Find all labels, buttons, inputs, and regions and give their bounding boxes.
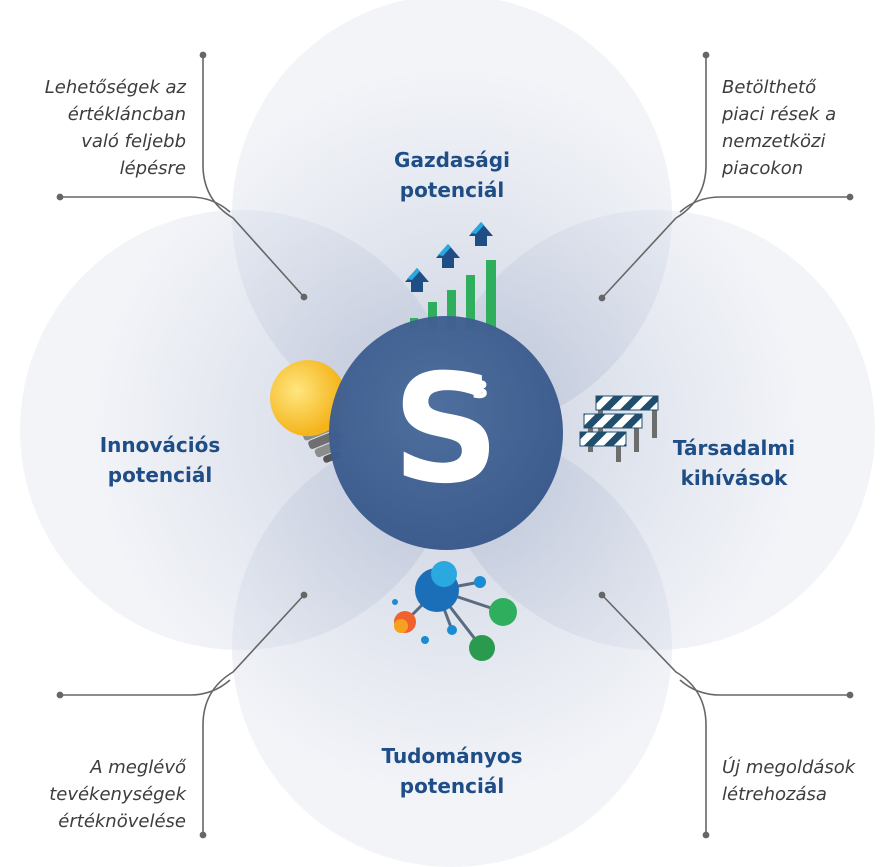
petal-bottom bbox=[232, 427, 672, 867]
note-bottom-left: A meglévő tevékenységek értéknövelése bbox=[49, 757, 186, 832]
barrier-icon bbox=[579, 395, 659, 462]
growth-chart-icon bbox=[405, 222, 496, 330]
s3-logo-superscript: 3 bbox=[472, 376, 489, 404]
petal-label-top: Gazdasági potenciál bbox=[394, 148, 510, 202]
connector-top-left bbox=[56, 51, 308, 301]
note-top-right: Betölthető piaci rések a nemzetközi piac… bbox=[722, 77, 837, 179]
note-top-left: Lehetőségek az értékláncban való feljebb… bbox=[44, 77, 186, 179]
center-circle bbox=[329, 316, 563, 550]
note-bottom-right: Új megoldások létrehozása bbox=[722, 757, 856, 805]
connector-top-right bbox=[598, 51, 854, 302]
connector-bottom-left bbox=[56, 591, 308, 839]
connector-bottom-right bbox=[598, 591, 854, 839]
petal-label-right: Társadalmi kihívások bbox=[672, 436, 796, 490]
s3-logo-letter: S bbox=[392, 343, 501, 517]
network-icon bbox=[392, 561, 517, 661]
petal-label-bottom: Tudományos potenciál bbox=[381, 744, 523, 798]
petal-label-left: Innovációs potenciál bbox=[99, 433, 221, 487]
